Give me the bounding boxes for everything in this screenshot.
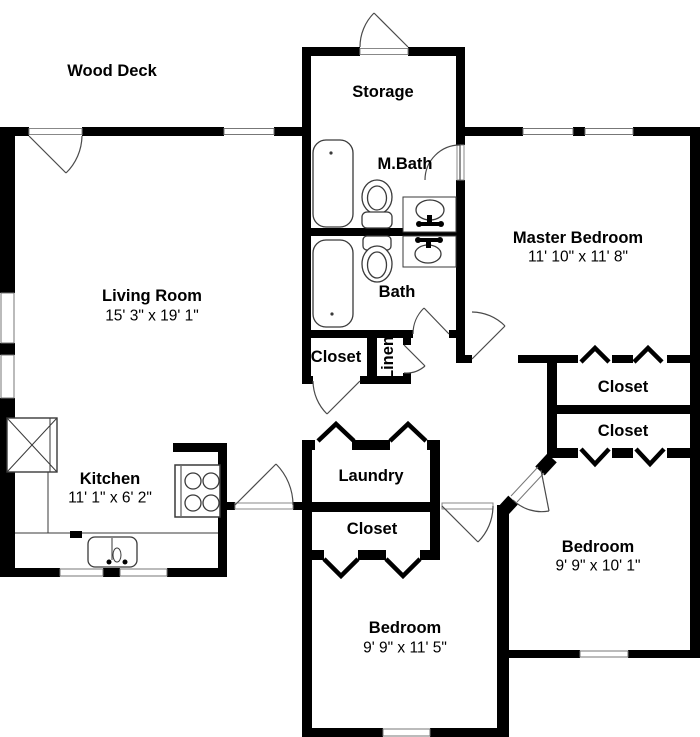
room-dims-bedroom-center: 9' 9" x 11' 5" bbox=[363, 639, 447, 657]
room-dims-master-bedroom: 11' 10" x 11' 8" bbox=[528, 248, 628, 266]
room-label-master-bedroom: Master Bedroom bbox=[512, 228, 644, 247]
room-label-living-room: Living Room bbox=[102, 286, 202, 305]
room-label-master-closet-lower: Closet bbox=[597, 421, 649, 440]
door-storage bbox=[359, 12, 409, 48]
room-label-master-bath: M.Bath bbox=[377, 154, 433, 173]
kitchen-counter bbox=[15, 472, 218, 538]
room-label-storage: Storage bbox=[352, 82, 414, 101]
stove bbox=[174, 464, 221, 518]
room-label-linen: Linen bbox=[378, 336, 397, 380]
door-master-bedroom bbox=[471, 311, 506, 360]
room-label-wood-deck: Wood Deck bbox=[67, 61, 157, 80]
room-label-hall-closet: Closet bbox=[310, 347, 362, 366]
master-bath-vanity-sink bbox=[402, 196, 457, 233]
door-bedroom-right bbox=[512, 469, 550, 513]
door-front-deck bbox=[28, 135, 83, 174]
room-label-kitchen: Kitchen bbox=[79, 469, 141, 488]
refrigerator bbox=[6, 417, 58, 473]
door-bedroom-center bbox=[441, 505, 494, 543]
door-swings bbox=[28, 12, 550, 543]
bath-tub bbox=[312, 239, 354, 328]
door-hall-closet bbox=[312, 380, 361, 415]
bifold-chevrons bbox=[316, 344, 666, 580]
room-dims-living-room: 15' 3" x 19' 1" bbox=[105, 307, 199, 325]
master-bath-toilet bbox=[361, 179, 393, 229]
room-label-bedroom-center: Bedroom bbox=[368, 618, 442, 637]
door-master-bath bbox=[424, 144, 461, 181]
bath-vanity-sink bbox=[402, 235, 457, 268]
room-label-master-closet-upper: Closet bbox=[597, 377, 649, 396]
room-label-bedroom-closet: Closet bbox=[346, 519, 398, 538]
door-linen bbox=[403, 344, 426, 374]
room-dims-bedroom-right: 9' 9" x 10' 1" bbox=[555, 557, 641, 575]
fixtures bbox=[6, 139, 457, 568]
room-label-bath: Bath bbox=[378, 282, 416, 301]
master-bath-tub bbox=[312, 139, 354, 228]
room-dims-kitchen: 11' 1" x 6' 2" bbox=[68, 489, 152, 507]
room-label-laundry: Laundry bbox=[338, 466, 404, 485]
walls bbox=[0, 47, 700, 737]
bath-toilet bbox=[361, 235, 393, 283]
door-bath bbox=[412, 307, 450, 335]
room-label-bedroom-right: Bedroom bbox=[561, 537, 635, 556]
door-side-entry bbox=[234, 463, 294, 506]
windows bbox=[0, 128, 634, 737]
kitchen-sink bbox=[87, 536, 138, 568]
diagonal-wall bbox=[498, 453, 557, 516]
